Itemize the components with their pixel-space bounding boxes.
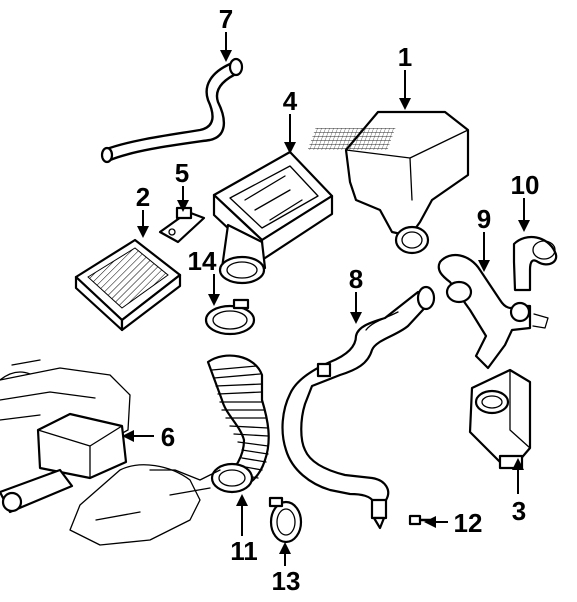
callout-label-2: 2 bbox=[136, 182, 150, 212]
part-3-resonator bbox=[468, 368, 532, 470]
part-13-hose-clamp bbox=[268, 496, 303, 544]
callout-label-6: 6 bbox=[161, 422, 175, 452]
arrowhead-9 bbox=[478, 260, 490, 272]
part-10-elbow bbox=[512, 235, 558, 292]
part-9-intake-duct bbox=[437, 253, 549, 370]
part-1-air-cleaner-cover bbox=[307, 110, 470, 255]
arrowhead-11 bbox=[236, 494, 248, 506]
arrowhead-1 bbox=[399, 98, 411, 110]
callout-label-11: 11 bbox=[230, 536, 258, 566]
callout-label-14: 14 bbox=[188, 246, 217, 276]
callout-label-13: 13 bbox=[272, 566, 301, 596]
callout-label-1: 1 bbox=[398, 42, 412, 72]
callout-label-7: 7 bbox=[219, 4, 233, 34]
arrowhead-5 bbox=[177, 200, 189, 212]
arrowhead-8 bbox=[350, 312, 362, 324]
callout-label-4: 4 bbox=[283, 86, 298, 116]
arrowhead-6 bbox=[122, 430, 134, 442]
part-6-engine-assembly bbox=[0, 359, 221, 546]
callout-label-12: 12 bbox=[454, 508, 483, 538]
part-2-air-filter bbox=[74, 238, 182, 332]
arrowhead-4 bbox=[284, 142, 296, 154]
callout-labels: 1 2 3 4 5 6 7 8 9 10 11 12 13 14 bbox=[136, 4, 540, 596]
arrowhead-12 bbox=[424, 516, 436, 528]
part-11-flex-hose bbox=[206, 354, 270, 494]
arrowhead-13 bbox=[279, 542, 291, 554]
callout-label-9: 9 bbox=[477, 204, 491, 234]
callout-label-5: 5 bbox=[175, 158, 189, 188]
part-4-air-cleaner-housing bbox=[212, 150, 334, 285]
callout-label-8: 8 bbox=[349, 264, 363, 294]
arrowhead-7 bbox=[220, 50, 232, 62]
callout-label-10: 10 bbox=[511, 170, 540, 200]
arrowhead-14 bbox=[208, 294, 220, 306]
callout-label-3: 3 bbox=[512, 496, 526, 526]
part-14-hose-clamp bbox=[204, 298, 256, 336]
callout-lines bbox=[122, 32, 530, 566]
arrowhead-3 bbox=[512, 458, 524, 470]
part-8-air-duct bbox=[281, 285, 436, 530]
arrowhead-10 bbox=[518, 220, 530, 232]
arrowhead-2 bbox=[137, 226, 149, 238]
part-5-bracket bbox=[158, 206, 206, 244]
part-7-vent-hose bbox=[100, 57, 244, 164]
